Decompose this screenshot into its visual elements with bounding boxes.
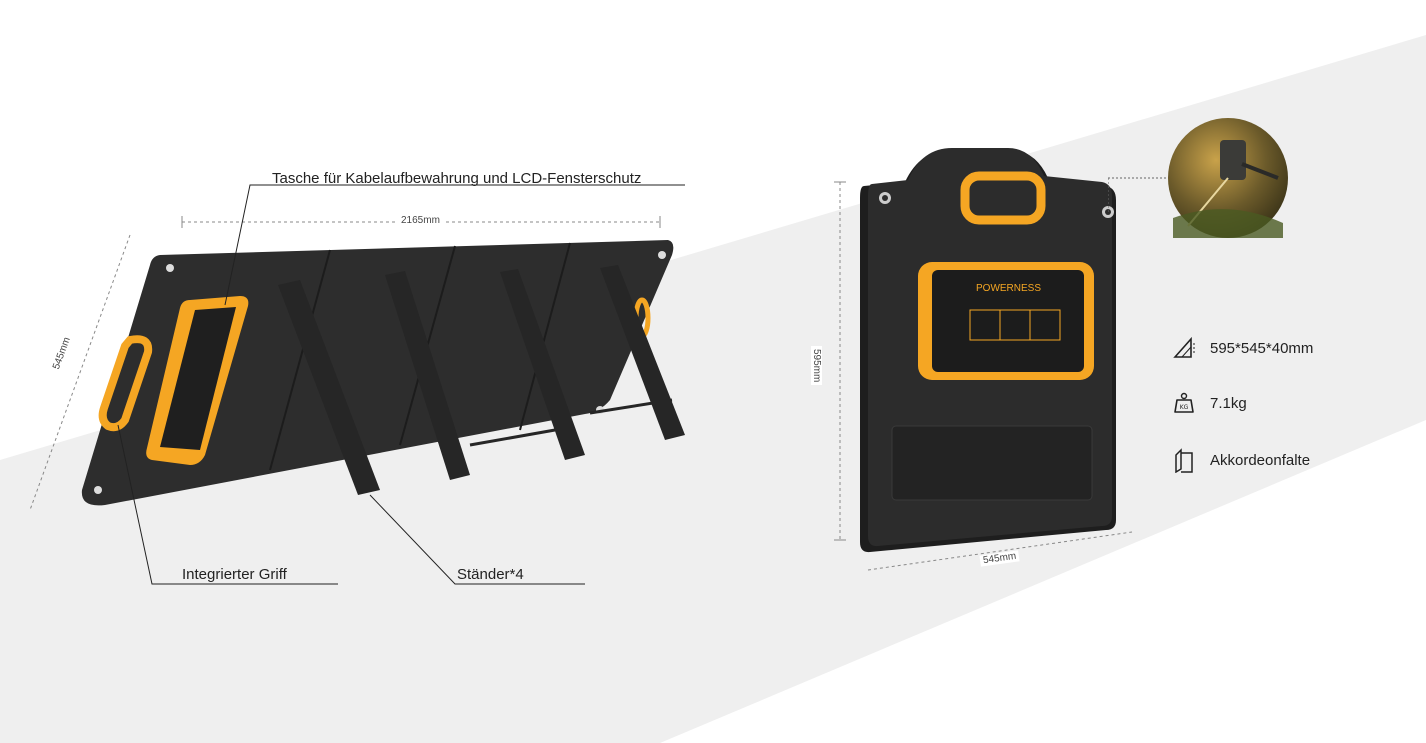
spec-dimensions: 595*545*40mm <box>1172 336 1313 360</box>
spec-fold: Akkordeonfalte <box>1172 447 1310 473</box>
folded-solar-panel <box>834 148 1133 571</box>
dimension-icon <box>1173 336 1195 358</box>
spec-fold-text: Akkordeonfalte <box>1210 451 1311 469</box>
callout-stand: Ständer*4 <box>457 566 524 583</box>
spec-weight-text: 7.1kg <box>1210 394 1247 412</box>
callout-pocket: Tasche für Kabelaufbewahrung und LCD-Fen… <box>272 170 642 187</box>
fold-icon <box>1175 448 1193 473</box>
svg-text:KG: KG <box>1180 404 1189 411</box>
dimension-height-folded: 595mm <box>811 346 822 386</box>
callout-handle: Integrierter Griff <box>182 566 287 583</box>
weight-icon: KG <box>1174 392 1194 413</box>
spec-weight: KG 7.1kg <box>1172 391 1247 415</box>
brand-logo: POWERNESS <box>976 283 1042 294</box>
spec-dimensions-text: 595*545*40mm <box>1210 339 1314 357</box>
dimension-width-unfolded: 2165mm <box>398 215 443 226</box>
ground-stake-photo <box>1108 118 1288 238</box>
unfolded-solar-panel <box>29 184 685 585</box>
